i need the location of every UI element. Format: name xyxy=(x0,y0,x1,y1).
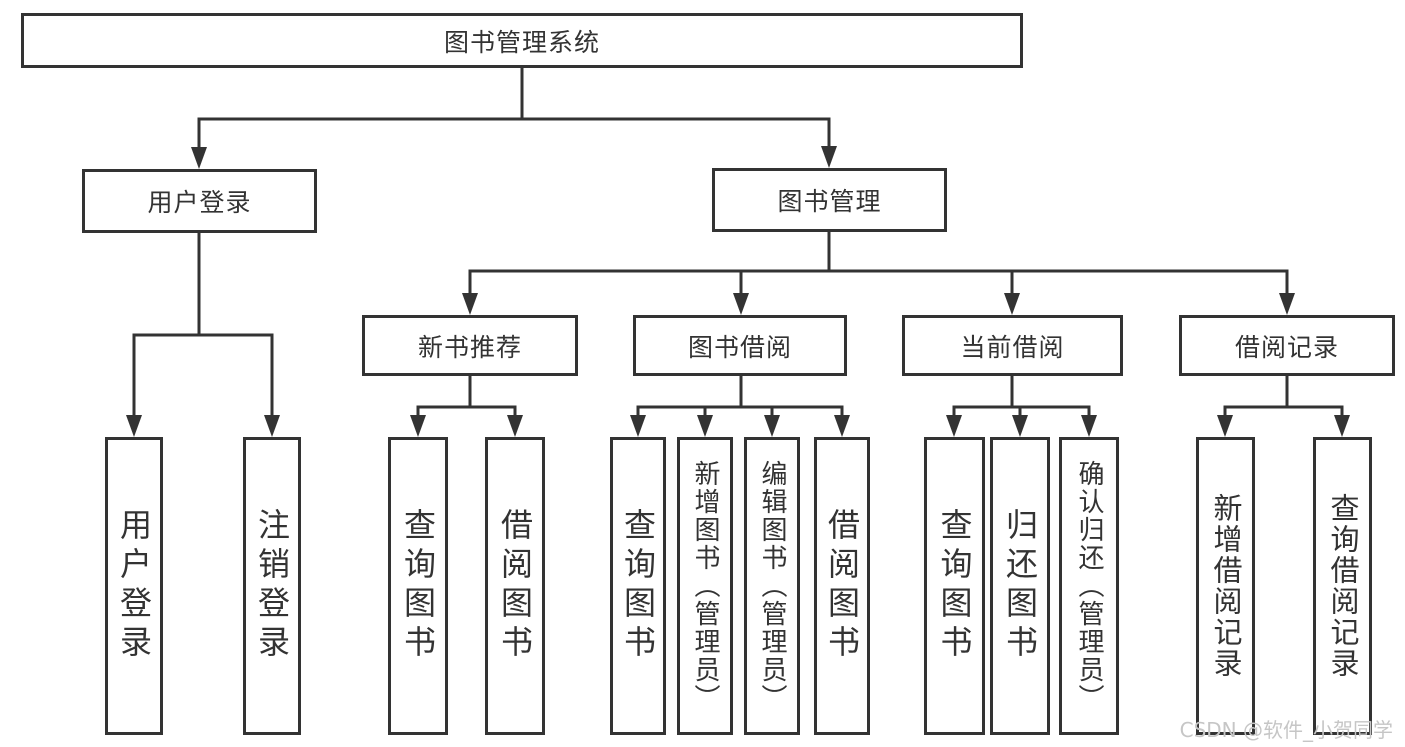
arrowhead xyxy=(1334,415,1350,437)
node-current-borrowing: 当前借阅 xyxy=(902,315,1123,376)
node-query-books-current: 查询图书 xyxy=(924,437,985,735)
arrowhead xyxy=(126,415,142,437)
arrowhead xyxy=(1012,415,1028,437)
node-book-borrowing: 图书借阅 xyxy=(633,315,847,376)
arrowhead xyxy=(630,415,646,437)
arrowhead xyxy=(410,415,426,437)
arrowhead xyxy=(191,147,207,169)
arrowhead xyxy=(834,415,850,437)
node-user-login-leaf: 用户登录 xyxy=(105,437,163,735)
arrowhead xyxy=(1279,293,1295,315)
node-new-book-recommendation: 新书推荐 xyxy=(362,315,578,376)
node-confirm-return-admin: 确认归还（管理员） xyxy=(1059,437,1119,735)
node-borrowing-records: 借阅记录 xyxy=(1179,315,1395,376)
arrowhead xyxy=(821,146,837,168)
arrowhead xyxy=(264,415,280,437)
arrowhead xyxy=(462,293,478,315)
node-add-books-admin: 新增图书（管理员） xyxy=(677,437,733,735)
arrowhead xyxy=(1004,293,1020,315)
arrowhead xyxy=(733,293,749,315)
arrowhead xyxy=(507,415,523,437)
node-borrow-books: 借阅图书 xyxy=(814,437,870,735)
arrowhead xyxy=(946,415,962,437)
arrowhead xyxy=(1081,415,1097,437)
node-query-borrow-record: 查询借阅记录 xyxy=(1313,437,1372,735)
watermark: CSDN @软件_小贺同学 xyxy=(1179,718,1393,742)
node-book-management: 图书管理 xyxy=(712,168,947,232)
node-logout: 注销登录 xyxy=(243,437,301,735)
node-borrow-books-recommend: 借阅图书 xyxy=(485,437,545,735)
node-return-books: 归还图书 xyxy=(990,437,1050,735)
arrowhead xyxy=(1217,415,1233,437)
arrowhead xyxy=(697,415,713,437)
node-query-books-borrowing: 查询图书 xyxy=(610,437,666,735)
node-query-books-recommend: 查询图书 xyxy=(388,437,448,735)
node-library-management-system: 图书管理系统 xyxy=(21,13,1023,68)
connector-group xyxy=(126,66,1350,437)
node-add-borrow-record: 新增借阅记录 xyxy=(1196,437,1255,735)
node-edit-books-admin: 编辑图书（管理员） xyxy=(744,437,800,735)
node-user-login: 用户登录 xyxy=(82,169,317,233)
arrowhead xyxy=(764,415,780,437)
